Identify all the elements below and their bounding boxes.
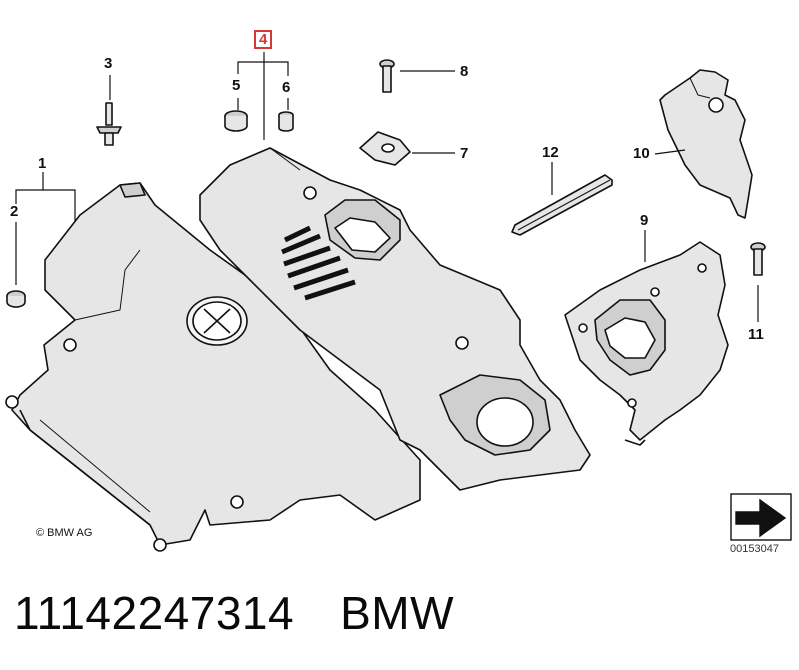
roundel-logo-icon (186, 296, 248, 346)
part-7-clip-nut (359, 131, 411, 166)
brand-name: BMW (340, 587, 455, 639)
callout-12: 12 (542, 144, 559, 161)
part-5-grommet (224, 110, 248, 132)
part-12-strip (511, 174, 613, 236)
part-10-bracket (659, 69, 753, 219)
callout-11: 11 (748, 326, 764, 343)
callout-7: 7 (460, 145, 469, 162)
part-11-bolt (750, 242, 766, 276)
part-number: 11142247314 (14, 587, 295, 639)
callout-1: 1 (38, 155, 47, 172)
callout-5: 5 (232, 77, 241, 94)
part-3-screw (96, 102, 122, 146)
arrow-direction-icon (730, 493, 792, 541)
callout-3: 3 (104, 55, 113, 72)
part-4-center-cover (199, 147, 591, 491)
callout-10: 10 (633, 145, 650, 162)
callout-8: 8 (460, 63, 469, 80)
callout-6: 6 (282, 79, 291, 96)
part-8-bolt (379, 59, 395, 93)
footer-caption: 11142247314 BMW (14, 586, 454, 640)
copyright-text: © BMW AG (36, 527, 93, 539)
part-2-grommet (6, 290, 26, 308)
callout-4: 4 (254, 30, 273, 49)
exploded-parts-diagram (5, 52, 792, 552)
leader-lines (15, 52, 759, 322)
part-6-bushing (278, 111, 294, 132)
part-9-heat-shield (564, 241, 729, 446)
callout-9: 9 (640, 212, 649, 229)
reference-number: 00153047 (730, 543, 779, 555)
part-1-left-cover (5, 182, 421, 552)
callout-2: 2 (10, 203, 19, 220)
